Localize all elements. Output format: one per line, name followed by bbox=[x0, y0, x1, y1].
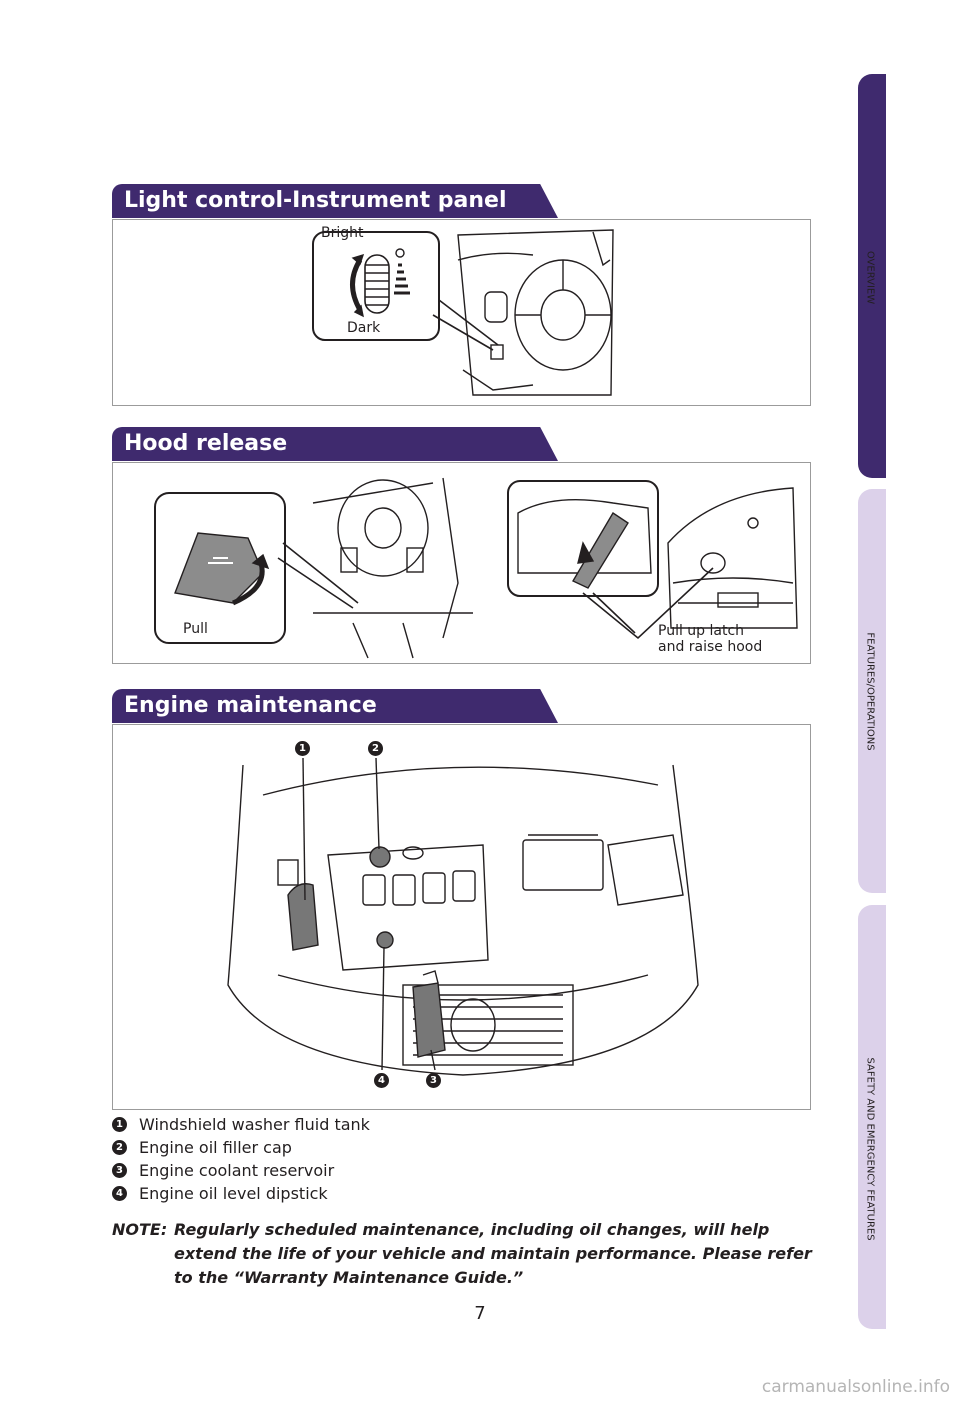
engine-legend: 1 Windshield washer fluid tank 2 Engine … bbox=[112, 1113, 812, 1205]
callout-3-icon: 3 bbox=[426, 1073, 441, 1088]
legend-text: Windshield washer fluid tank bbox=[139, 1115, 370, 1134]
side-tab-safety[interactable] bbox=[858, 905, 886, 1329]
section-title-hood-release: Hood release bbox=[112, 427, 558, 461]
legend-item: 1 Windshield washer fluid tank bbox=[112, 1113, 812, 1136]
maintenance-note: NOTE: Regularly scheduled maintenance, i… bbox=[112, 1218, 812, 1290]
label-bright: Bright bbox=[321, 225, 364, 241]
legend-number-icon: 1 bbox=[112, 1117, 127, 1132]
watermark: carmanualsonline.info bbox=[761, 1377, 950, 1397]
note-text: Regularly scheduled maintenance, includi… bbox=[174, 1220, 812, 1287]
side-tab-features[interactable] bbox=[858, 489, 886, 893]
label-pull-up-latch: Pull up latch and raise hood bbox=[658, 623, 763, 655]
callout-2-icon: 2 bbox=[368, 741, 383, 756]
figure-light-control: Bright Dark bbox=[112, 219, 811, 406]
side-tab-overview-label: OVERVIEW bbox=[864, 250, 876, 305]
legend-text: Engine coolant reservoir bbox=[139, 1161, 335, 1180]
legend-item: 2 Engine oil filler cap bbox=[112, 1136, 812, 1159]
legend-text: Engine oil level dipstick bbox=[139, 1184, 328, 1203]
page-number: 7 bbox=[474, 1303, 486, 1324]
engine-bay-illustration bbox=[227, 757, 699, 1076]
figure-engine-bay: 1 2 3 4 bbox=[112, 724, 811, 1110]
legend-number-icon: 2 bbox=[112, 1140, 127, 1155]
label-dark: Dark bbox=[347, 320, 381, 336]
callout-4-icon: 4 bbox=[374, 1073, 389, 1088]
legend-item: 3 Engine coolant reservoir bbox=[112, 1159, 812, 1182]
section-title-light-control: Light control-Instrument panel bbox=[112, 184, 558, 218]
side-tab-features-label: FEATURES/OPERATIONS bbox=[864, 632, 876, 751]
label-pull: Pull bbox=[183, 621, 208, 637]
hood-release-illustration bbox=[154, 477, 798, 659]
note-label: NOTE: bbox=[112, 1220, 168, 1239]
callout-1-icon: 1 bbox=[295, 741, 310, 756]
figure-hood-release: Pull Pull up latch and raise hood bbox=[112, 462, 811, 664]
instrument-panel-illustration bbox=[312, 229, 614, 396]
section-title-engine-maintenance: Engine maintenance bbox=[112, 689, 558, 723]
legend-item: 4 Engine oil level dipstick bbox=[112, 1182, 812, 1205]
legend-number-icon: 3 bbox=[112, 1163, 127, 1178]
side-tab-overview[interactable] bbox=[858, 74, 886, 478]
legend-number-icon: 4 bbox=[112, 1186, 127, 1201]
legend-text: Engine oil filler cap bbox=[139, 1138, 292, 1157]
side-tab-safety-label: SAFETY AND EMERGENCY FEATURES bbox=[864, 1057, 876, 1241]
